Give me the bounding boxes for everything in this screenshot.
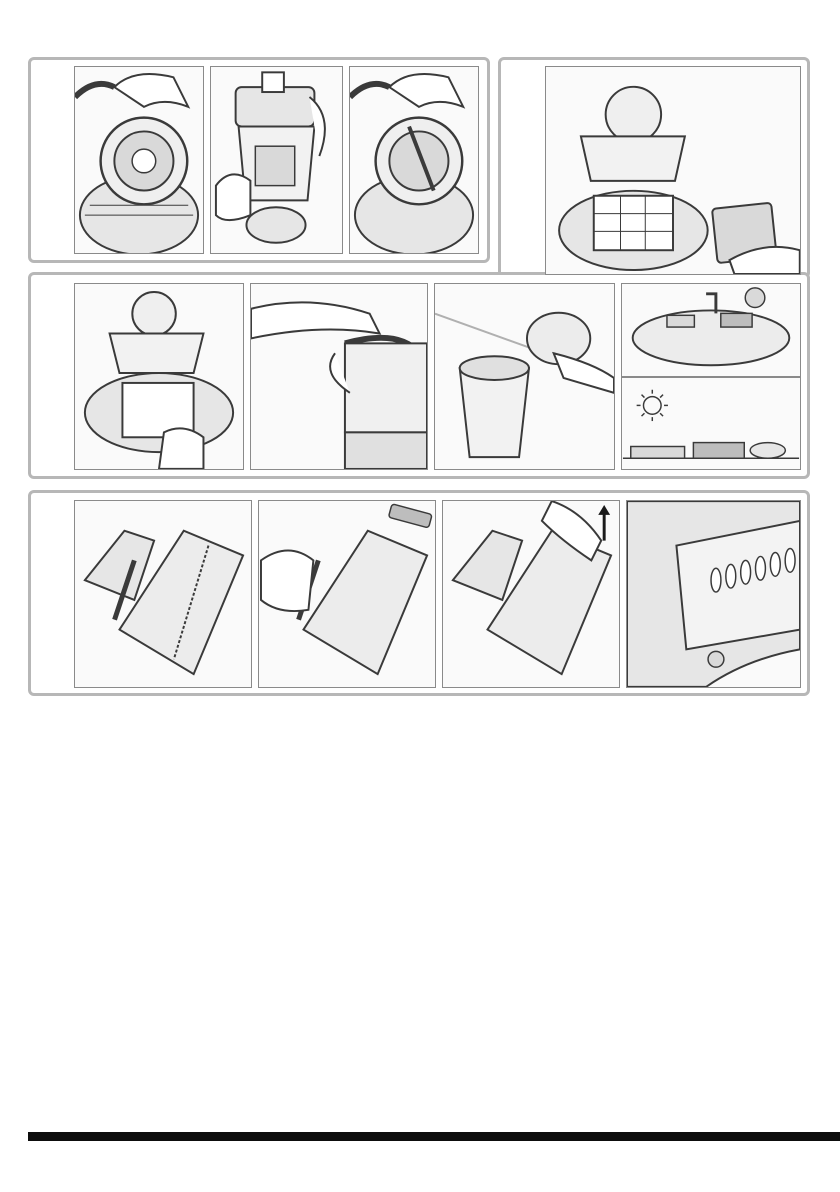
illustration-brush-screw-tool xyxy=(258,500,436,688)
nozzle-underside-illustration xyxy=(75,501,251,687)
illustration-container-lift xyxy=(250,283,428,470)
illustration-exhaust-filter-remove xyxy=(74,283,244,470)
dust-container-illustration xyxy=(211,67,342,253)
screw-tool-illustration xyxy=(259,501,435,687)
roller-lift-illustration xyxy=(443,501,619,687)
footer-rule xyxy=(28,1132,840,1141)
illustration-brush-roller-lift xyxy=(442,500,620,688)
illustration-container-filter-lid xyxy=(434,283,615,470)
illustration-filter-cover-close xyxy=(349,66,479,254)
sun-dry-illustration xyxy=(622,378,800,469)
illustration-exhaust-filter-view xyxy=(545,66,801,275)
illustration-brush-roller-closeup xyxy=(626,500,801,688)
sink-wash-illustration xyxy=(622,284,800,376)
illustration-dust-container-remove xyxy=(210,66,343,254)
illustration-filters-dry-sun xyxy=(621,377,801,470)
vacuum-open-illustration xyxy=(75,67,203,253)
illustration-filters-wash-sink xyxy=(621,283,801,377)
filter-lid-illustration xyxy=(435,284,614,469)
vacuum-close-illustration xyxy=(350,67,478,253)
arrow-up-icon xyxy=(598,505,610,541)
filter-remove-illustration xyxy=(75,284,243,469)
vacuum-back-illustration xyxy=(546,67,800,274)
illustration-filter-cover-open xyxy=(74,66,204,254)
container-lift-illustration xyxy=(251,284,427,469)
illustration-brush-nozzle-underside xyxy=(74,500,252,688)
roller-closeup-illustration xyxy=(627,501,800,687)
sun-icon xyxy=(637,390,668,421)
